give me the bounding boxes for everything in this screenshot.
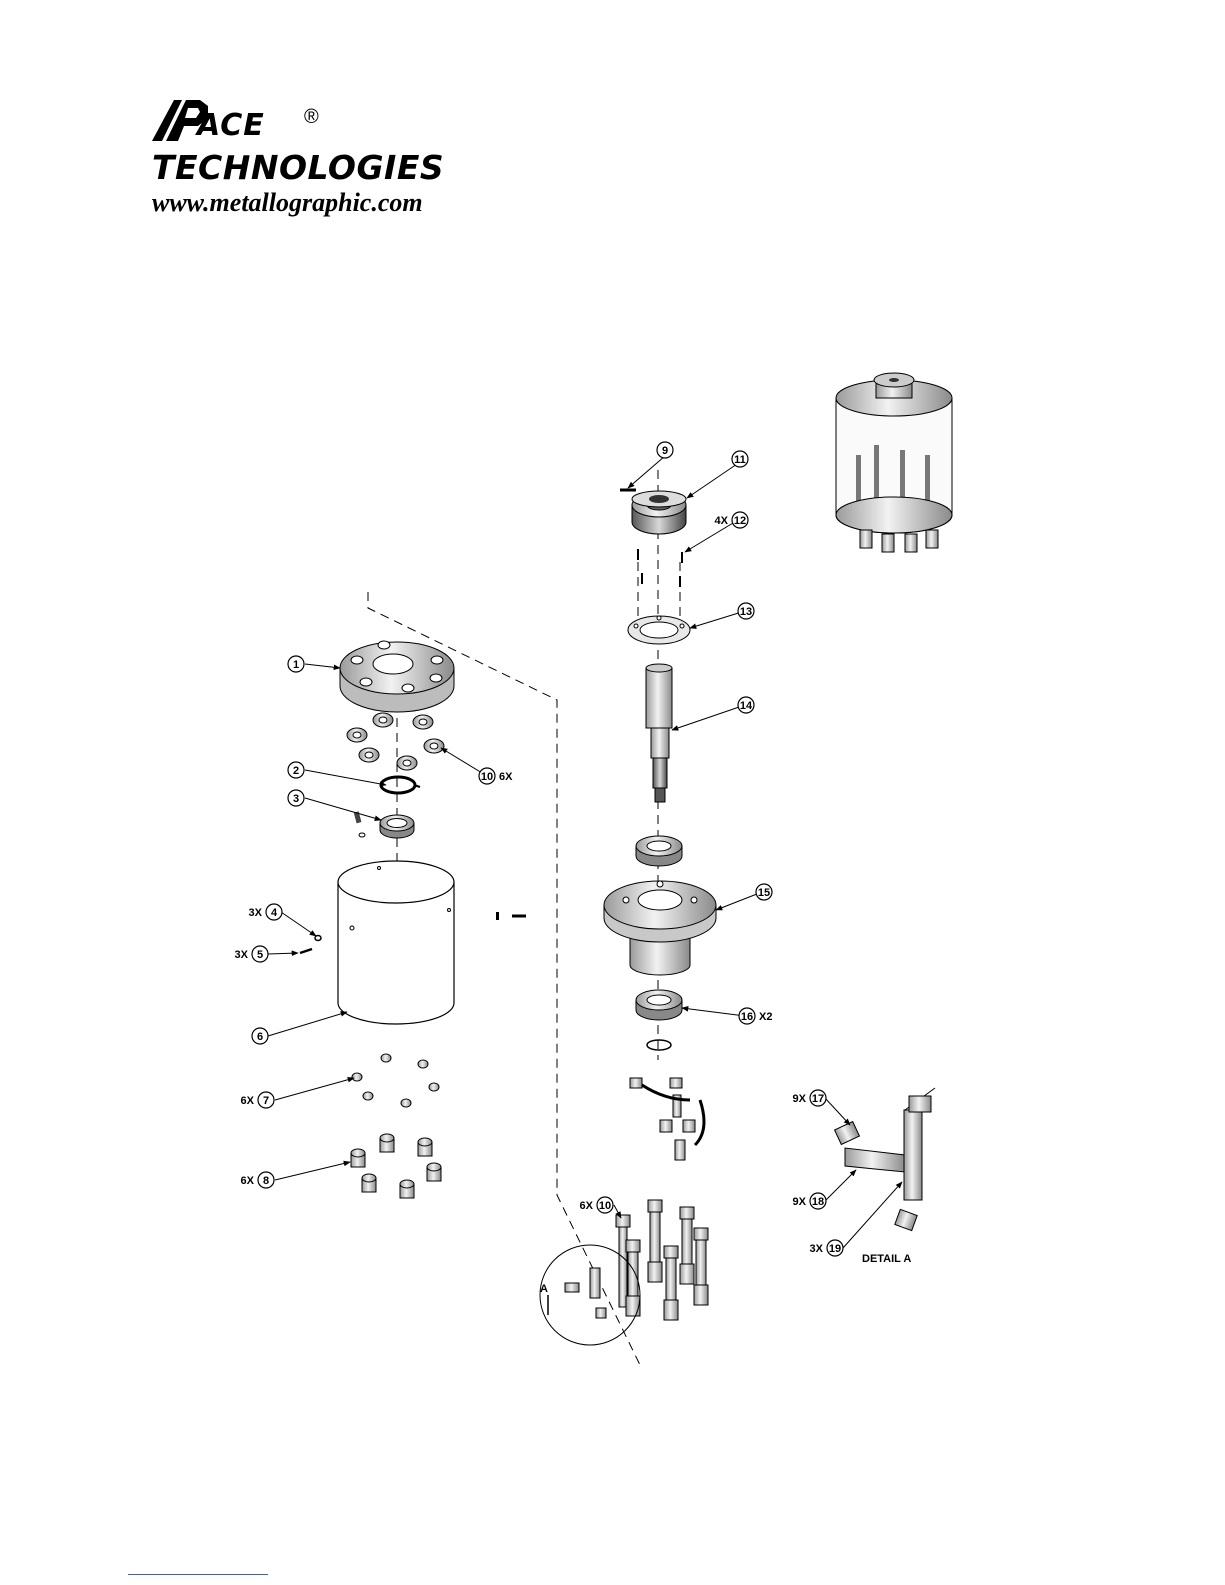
callout-quantity: 3X <box>249 907 263 919</box>
part-10-hex-nuts <box>347 713 444 770</box>
callout-7: 7 6X <box>241 1092 274 1108</box>
pneumatic-fittings <box>630 1078 704 1160</box>
bearing-upper <box>636 836 682 866</box>
part-7-nuts <box>352 1054 439 1107</box>
detail-a-fittings <box>835 1088 935 1231</box>
callout-number: 3 <box>293 793 299 805</box>
callout-number: 10 <box>481 771 493 783</box>
part-13-flat-ring <box>628 616 690 644</box>
part-14-spindle <box>646 664 672 802</box>
callout-number: 10 <box>599 1200 611 1212</box>
part-15-spindle-housing <box>604 881 716 975</box>
callout-12: 12 4X <box>715 512 748 528</box>
callout-9: 9 <box>657 442 673 458</box>
callout-number: 17 <box>812 1093 824 1105</box>
callout-10: 10 6X <box>479 768 513 784</box>
callout-19: 19 3X <box>810 1240 843 1256</box>
callout-quantity: 6X <box>241 1175 255 1187</box>
callout-15: 15 <box>756 884 772 900</box>
callout-quantity: 3X <box>235 949 249 961</box>
callout-quantity: 6X <box>499 771 513 783</box>
callout-13: 13 <box>738 603 754 619</box>
callout-number: 8 <box>263 1175 269 1187</box>
callout-number: 9 <box>662 445 668 457</box>
callout-number: 4 <box>271 907 278 919</box>
part-10-pneumatic-cylinders <box>616 1200 708 1320</box>
part-8-feet <box>351 1134 441 1198</box>
part-1-top-plate <box>340 641 454 712</box>
part-16-bearing <box>636 990 682 1050</box>
callout-quantity: 3X <box>810 1243 824 1255</box>
callout-number: 18 <box>812 1196 824 1208</box>
callout-number: 1 <box>293 659 299 671</box>
callout-4: 4 3X <box>249 904 282 920</box>
callout-10: 10 6X <box>580 1197 613 1213</box>
detail-a-marker: A <box>540 1283 548 1295</box>
callout-quantity: 9X <box>793 1093 807 1105</box>
callout-number: 7 <box>263 1095 269 1107</box>
callout-2: 2 <box>288 762 304 778</box>
callout-quantity: 4X <box>715 515 729 527</box>
callout-number: 5 <box>257 949 263 961</box>
callout-1: 1 <box>288 656 304 672</box>
callout-11: 11 <box>732 451 748 467</box>
callout-quantity: X2 <box>759 1011 772 1023</box>
callout-16: 16 X2 <box>739 1008 772 1024</box>
callout-number: 12 <box>734 515 746 527</box>
part-3-lock-nut <box>354 811 414 838</box>
callout-quantity: 6X <box>241 1095 255 1107</box>
assembled-view <box>836 373 952 552</box>
callout-number: 6 <box>257 1031 263 1043</box>
callout-number: 19 <box>829 1243 841 1255</box>
part-12-screws <box>638 549 682 587</box>
detail-a-label: DETAIL A <box>862 1253 911 1265</box>
callout-14: 14 <box>738 697 754 713</box>
part-11-pulley <box>632 491 686 534</box>
callout-8: 8 6X <box>241 1172 274 1188</box>
callout-number: 13 <box>740 606 752 618</box>
callout-18: 18 9X <box>793 1193 826 1209</box>
footer-rule <box>128 1574 268 1575</box>
callout-number: 15 <box>758 887 770 899</box>
callout-quantity: 6X <box>580 1200 594 1212</box>
callout-number: 2 <box>293 765 299 777</box>
callout-6: 6 <box>252 1028 268 1044</box>
callout-number: 14 <box>740 700 753 712</box>
part-2-lock-washer <box>381 777 420 793</box>
callout-leaders <box>268 456 902 1248</box>
part-6-cylinder-housing <box>338 861 454 1024</box>
callout-5: 5 3X <box>235 946 268 962</box>
callout-number: 16 <box>741 1011 753 1023</box>
callout-17: 17 9X <box>793 1090 826 1106</box>
callout-3: 3 <box>288 790 304 806</box>
callout-number: 11 <box>734 454 746 466</box>
callout-quantity: 9X <box>793 1196 807 1208</box>
